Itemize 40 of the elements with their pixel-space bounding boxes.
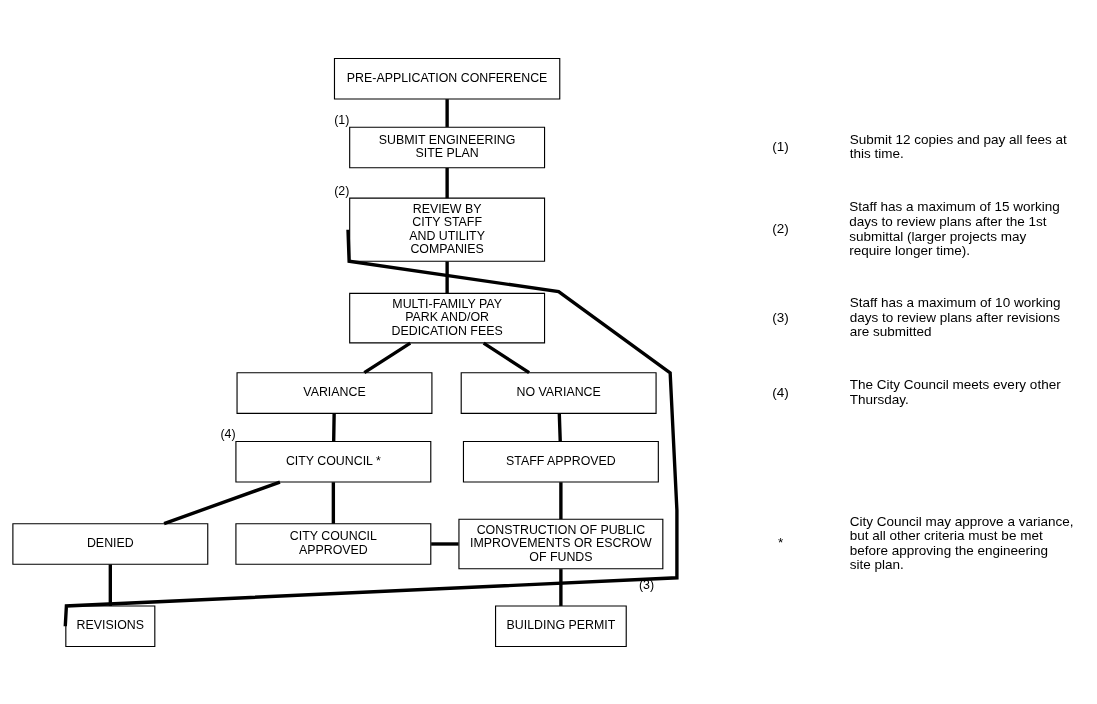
label: The City Council meets every other Thursday. bbox=[849, 376, 1061, 407]
connector bbox=[557, 412, 562, 441]
node-box: MULTI-FAMILY PAY PARK AND/OR DEDICATION FEES bbox=[349, 292, 546, 343]
connector bbox=[445, 260, 449, 293]
node-label: (4) bbox=[220, 426, 236, 441]
node-box: VARIANCE bbox=[236, 371, 433, 414]
connector bbox=[163, 479, 281, 525]
label: (2) bbox=[772, 220, 789, 236]
node-box: REVIEW BY CITY STAFF AND UTILITY COMPANIES bbox=[349, 197, 546, 262]
connector bbox=[482, 341, 531, 374]
node-box: STAFF APPROVED bbox=[462, 440, 659, 483]
label: City Council may approve a variance, but all other criteria must be met before approving the engineering site plan. bbox=[849, 513, 1074, 572]
node-box: CITY COUNCIL * bbox=[235, 440, 432, 483]
connector bbox=[331, 481, 336, 524]
node-box: PRE-APPLICATION CONFERENCE bbox=[333, 57, 561, 100]
label: * bbox=[777, 534, 784, 550]
connector bbox=[63, 229, 679, 626]
connector bbox=[332, 412, 336, 441]
node-label: (2) bbox=[334, 183, 350, 198]
connector bbox=[445, 98, 449, 127]
node-box: CONSTRUCTION OF PUBLIC IMPROVEMENTS OR ESCROW OF FUNDS bbox=[458, 518, 664, 569]
node-box: BUILDING PERMIT bbox=[495, 604, 627, 647]
label: Submit 12 copies and pay all fees at this time. bbox=[849, 131, 1067, 161]
node-box: CITY COUNCIL APPROVED bbox=[235, 522, 432, 565]
connector bbox=[431, 541, 459, 546]
node-box: DENIED bbox=[12, 522, 209, 565]
node-box: SUBMIT ENGINEERING SITE PLAN bbox=[349, 126, 546, 168]
edge-label: (3) bbox=[638, 577, 655, 592]
node-box: REVISIONS bbox=[65, 604, 156, 647]
label: Staff has a maximum of 15 working days to review plans after the 1st submittal (larger projects may require longer time). bbox=[849, 198, 1060, 258]
connector bbox=[559, 568, 563, 606]
label: (1) bbox=[772, 138, 789, 154]
node-box: NO VARIANCE bbox=[460, 371, 657, 414]
node-label: (1) bbox=[334, 112, 350, 127]
connector bbox=[559, 481, 563, 519]
connector bbox=[363, 341, 412, 374]
label: Staff has a maximum of 10 working days to review plans after revisions are submitted bbox=[849, 294, 1061, 339]
connector bbox=[445, 167, 449, 198]
label: (4) bbox=[772, 384, 789, 400]
label: (3) bbox=[772, 309, 789, 325]
